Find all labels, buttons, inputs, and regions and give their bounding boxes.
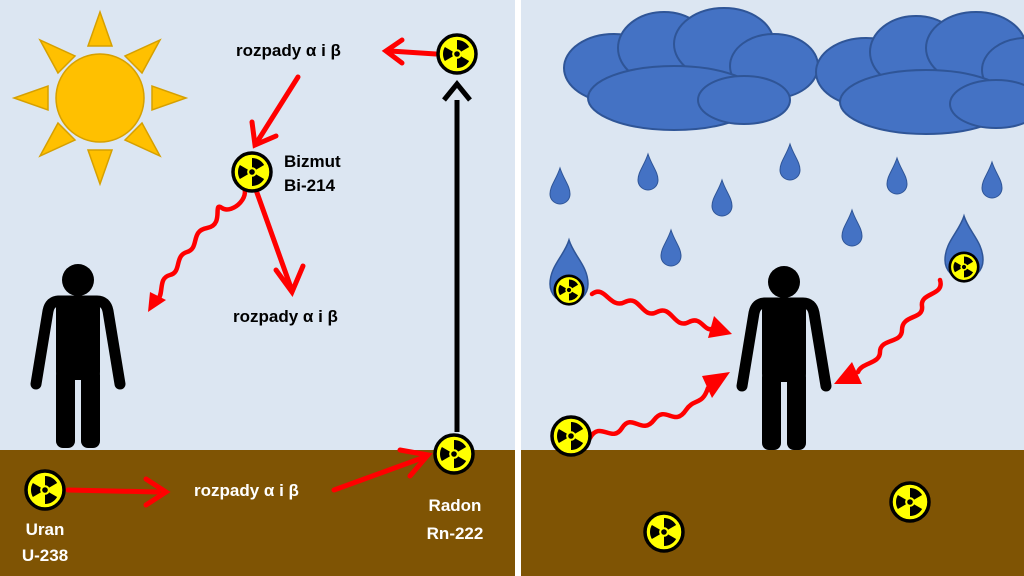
radiation-icon — [436, 33, 478, 75]
wavy-arrow-icon — [587, 372, 730, 441]
uranium-isotope-label: U-238 — [21, 546, 69, 565]
decay-label-ground: rozpady α i β — [194, 481, 299, 500]
right-ground — [521, 450, 1024, 576]
decay-label-top: rozpady α i β — [236, 41, 341, 60]
radiation-icon — [433, 433, 475, 475]
arrow-icon — [65, 476, 171, 508]
radiation-icon — [550, 415, 592, 457]
wavy-arrow-icon — [834, 277, 943, 384]
arrow-icon — [381, 37, 439, 66]
uranium-name-label: Uran — [25, 520, 65, 539]
decay-label-middle: rozpady α i β — [233, 307, 338, 326]
arrow-icon — [442, 80, 472, 432]
arrow-icon — [253, 187, 306, 298]
left-ground — [0, 450, 515, 576]
radiation-icon — [231, 151, 273, 193]
wavy-arrow-icon — [148, 179, 248, 312]
radiation-icon — [889, 481, 931, 523]
arrow-icon — [249, 74, 301, 149]
arrow-icon — [331, 447, 433, 493]
radon-isotope-label: Rn-222 — [426, 524, 484, 543]
radiation-icon — [553, 274, 585, 306]
radiation-icon — [643, 511, 685, 553]
bismuth-name-label: Bizmut — [284, 152, 341, 171]
raindrop-icon — [944, 213, 984, 283]
radiation-icon — [24, 469, 66, 511]
raindrop-icon — [549, 237, 589, 306]
radon-name-label: Radon — [428, 496, 482, 515]
sun-icon — [11, 9, 189, 187]
panel-divider — [515, 0, 521, 576]
radiation-icon — [948, 251, 980, 283]
wavy-arrow-icon — [589, 289, 732, 338]
bismuth-isotope-label: Bi-214 — [284, 176, 336, 195]
